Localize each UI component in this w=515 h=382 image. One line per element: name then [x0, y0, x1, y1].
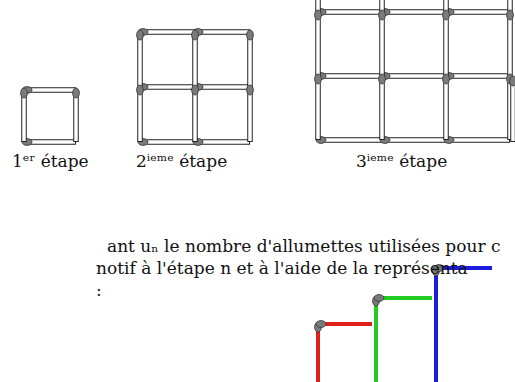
matchstick [443, 74, 450, 140]
matchstick [22, 139, 76, 146]
matchstick [192, 30, 199, 87]
matchstick [444, 137, 510, 144]
matchstick [315, 74, 322, 140]
matchstick [444, 73, 510, 80]
stage-label: 1ᵉʳ étape [12, 153, 89, 170]
match-grid [315, 0, 514, 143]
match-grid [137, 29, 254, 146]
matchstick [315, 10, 322, 76]
matchstick [444, 9, 510, 16]
matchstick [138, 84, 195, 91]
matchstick [137, 30, 144, 87]
matchstick [433, 266, 440, 382]
stage-label: 3ⁱᵉᵐᵉ étape [356, 153, 447, 170]
matchstick [316, 9, 382, 16]
matchstick [380, 137, 446, 144]
matchstick [21, 88, 28, 142]
matchstick [443, 10, 450, 76]
matchstick [137, 85, 144, 142]
stage-label: 2ⁱᵉᵐᵉ étape [136, 153, 227, 170]
matchstick [373, 296, 380, 382]
matchstick [193, 29, 250, 36]
matchstick [380, 9, 446, 16]
matchstick [380, 73, 446, 80]
matchstick [22, 87, 76, 94]
matchstick [379, 74, 386, 140]
matchstick [374, 295, 432, 302]
matchstick [315, 322, 322, 382]
matchstick [138, 139, 195, 146]
matchstick [510, 76, 515, 142]
matchstick [193, 84, 250, 91]
statement-text: : [96, 282, 102, 299]
matchstick [73, 88, 80, 142]
matchstick [192, 85, 199, 142]
matchstick [316, 137, 382, 144]
matchstick [379, 10, 386, 76]
matchstick [247, 30, 254, 87]
matchstick [316, 73, 382, 80]
coloured-pattern [315, 265, 492, 382]
matchstick-extra [510, 76, 515, 142]
matchstick [247, 85, 254, 142]
statement-text: ant uₙ le nombre d'allumettes utilisées … [107, 238, 500, 255]
matchstick [193, 139, 250, 146]
match-grid [21, 87, 80, 146]
matchstick [507, 10, 514, 76]
matchstick [138, 29, 195, 36]
matchstick [316, 321, 372, 328]
statement-text: notif à l'étape n et à l'aide de la repr… [96, 260, 468, 277]
